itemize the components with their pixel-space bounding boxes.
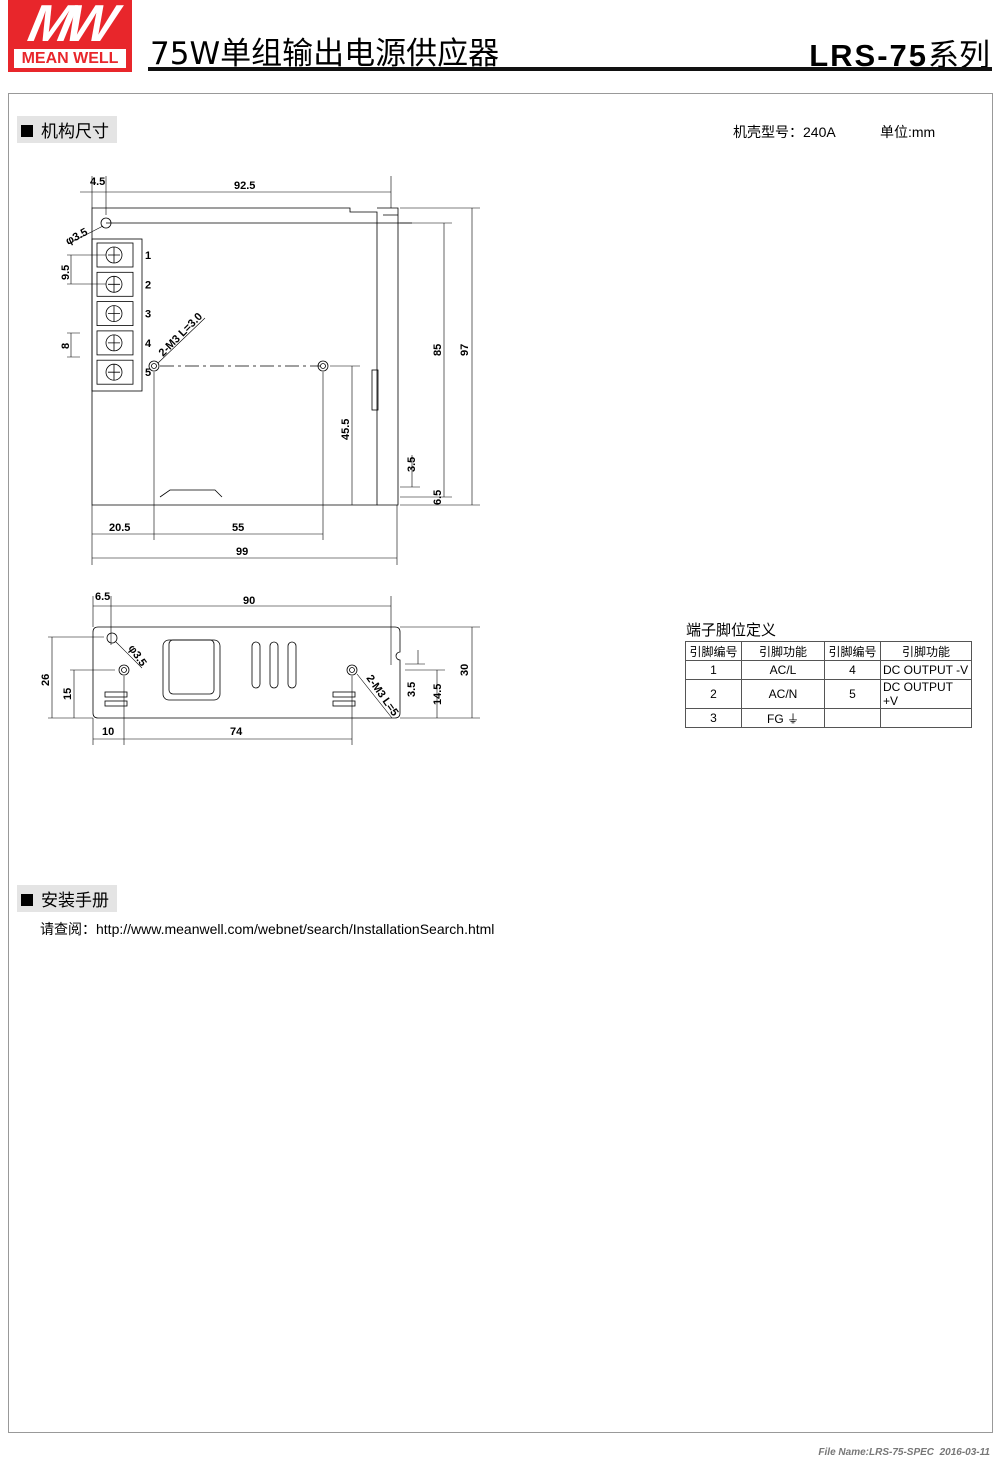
case-label: 机壳型号：240A <box>733 124 836 140</box>
cell: DC OUTPUT -V <box>880 660 972 680</box>
cell <box>824 708 881 728</box>
dim-m3-screw: 2-M3 L=3.0 <box>157 311 205 359</box>
dim-phi-3-5: φ3.5 <box>126 643 149 669</box>
cell: 2 <box>685 679 742 709</box>
file-date: 2016-03-11 <box>939 1447 990 1458</box>
install-line: 请查阅：http://www.meanwell.com/webnet/searc… <box>40 919 494 939</box>
section-title: 安装手册 <box>41 891 109 911</box>
dim-20-5: 20.5 <box>109 522 130 534</box>
dim-8: 8 <box>60 343 72 349</box>
dim-90: 90 <box>243 595 255 607</box>
section-title: 机构尺寸 <box>41 122 109 142</box>
dim-6-5: 6.5 <box>95 591 110 603</box>
dim-55: 55 <box>232 522 244 534</box>
square-bullet-icon <box>21 125 33 137</box>
dim-30: 30 <box>459 664 471 676</box>
dim-85: 85 <box>432 344 444 356</box>
dim-45-5: 45.5 <box>340 419 352 440</box>
dim-99: 99 <box>236 546 248 558</box>
section-installation: 安装手册 <box>17 885 117 912</box>
cell: AC/N <box>741 679 825 709</box>
dim-14-5: 14.5 <box>432 684 444 705</box>
cell: FG ⏚ <box>741 708 825 728</box>
dim-4-5: 4.5 <box>90 176 105 188</box>
header-cell: 引脚功能 <box>741 641 825 661</box>
section-mechanical: 机构尺寸 <box>17 116 117 143</box>
header-cell: 引脚编号 <box>685 641 742 661</box>
dim-3-5: 3.5 <box>406 682 418 697</box>
dim-3-5: 3.5 <box>406 457 418 472</box>
header-rule <box>148 67 992 71</box>
dim-15: 15 <box>62 688 74 700</box>
terminal-number: 3 <box>145 309 151 321</box>
install-label: 请查阅： <box>40 921 96 937</box>
cell: 1 <box>685 660 742 680</box>
header-cell: 引脚编号 <box>824 641 881 661</box>
install-url-link[interactable]: http://www.meanwell.com/webnet/search/In… <box>96 921 495 937</box>
dim-26: 26 <box>40 674 52 686</box>
pin-table-title: 端子脚位定义 <box>686 622 777 639</box>
logo-name: MEAN WELL <box>14 49 126 68</box>
file-name: File Name:LRS-75-SPEC <box>818 1447 935 1458</box>
cell: DC OUTPUT +V <box>880 679 972 709</box>
page-title: 75W单组输出电源供应器 <box>150 36 500 72</box>
terminal-block <box>96 330 134 356</box>
dim-6-5: 6.5 <box>432 490 444 505</box>
mean-well-logo: MW MEAN WELL <box>8 0 132 72</box>
side-view: 6.5 90 φ3.5 26 15 2-M3 L=5 3.5 14.5 30 1… <box>40 591 480 745</box>
dim-m3-screw: 2-M3 L=5 <box>364 673 401 719</box>
terminal-number: 1 <box>145 250 151 262</box>
cell: 5 <box>824 679 881 709</box>
terminal-block <box>96 359 134 385</box>
terminal-number: 2 <box>145 279 151 291</box>
content-frame <box>8 93 993 1433</box>
terminal-number: 4 <box>145 338 152 350</box>
cell: 4 <box>824 660 881 680</box>
header-cell: 引脚功能 <box>880 641 972 661</box>
unit-label: 单位:mm <box>880 124 936 140</box>
cell: AC/L <box>741 660 825 680</box>
terminal-block <box>96 301 134 327</box>
square-bullet-icon <box>21 894 33 906</box>
dim-9-5: 9.5 <box>60 265 72 280</box>
dim-97: 97 <box>459 344 471 356</box>
dim-phi-3-5: φ3.5 <box>64 226 90 247</box>
cell: 3 <box>685 708 742 728</box>
dim-74: 74 <box>230 726 243 738</box>
footer: File Name:LRS-75-SPEC 2016-03-11 <box>818 1447 990 1458</box>
dim-10: 10 <box>102 726 114 738</box>
terminal-number: 5 <box>145 367 151 379</box>
dim-92-5: 92.5 <box>234 180 255 192</box>
table-header-row: 引脚编号 引脚功能 引脚编号 引脚功能 <box>685 641 972 661</box>
cell <box>880 708 972 728</box>
